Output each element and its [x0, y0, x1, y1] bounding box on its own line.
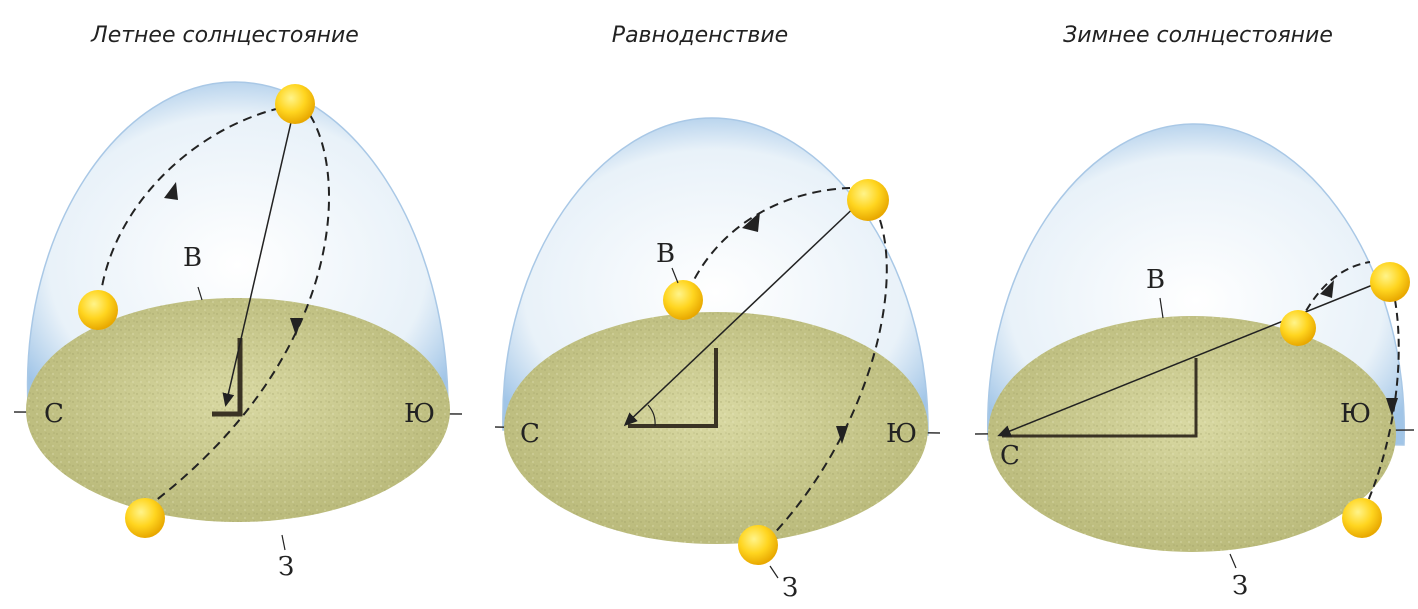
sun-icon — [78, 290, 118, 330]
path-arrow — [836, 426, 848, 444]
label-north: С — [520, 419, 540, 449]
path-arrow — [1386, 398, 1398, 416]
label-west: З — [278, 552, 294, 582]
sun-ray — [623, 199, 863, 427]
label-south: Ю — [404, 399, 435, 429]
ground-texture — [988, 316, 1396, 552]
panel-winter-solstice: Зимнее солнцестояние С Ю В З — [974, 23, 1415, 601]
gnomon — [628, 348, 718, 428]
label-south: Ю — [1340, 399, 1371, 429]
angle-arc — [647, 404, 656, 427]
label-east: В — [183, 243, 202, 273]
sun-icon — [275, 84, 315, 124]
sun-path-rising — [99, 107, 281, 301]
path-arrow — [290, 318, 302, 336]
label-leader — [671, 267, 679, 284]
label-north: С — [44, 399, 64, 429]
path-arrow — [164, 182, 178, 200]
path-arrow — [742, 212, 760, 232]
panel-equinox: Равноденствие С Ю В З — [494, 23, 941, 603]
label-north: С — [1000, 441, 1020, 471]
path-arrow — [1320, 280, 1334, 298]
label-leader — [769, 565, 779, 579]
panel-title: Равноденствие — [612, 23, 788, 48]
sun-path-rising — [1299, 261, 1371, 323]
sun-ray — [222, 117, 293, 407]
label-east: В — [1146, 265, 1165, 295]
sun-ray — [997, 279, 1386, 437]
label-south: Ю — [886, 419, 917, 449]
sun-icon — [738, 525, 778, 565]
label-west: З — [1232, 571, 1248, 601]
sun-icon — [1370, 262, 1410, 302]
sun-icon — [125, 498, 165, 538]
gnomon — [1002, 358, 1198, 438]
sun-path-setting — [1364, 299, 1400, 509]
label-leader — [281, 534, 286, 551]
label-leader — [1159, 297, 1164, 319]
sun-icon — [663, 280, 703, 320]
sun-icon — [1280, 310, 1316, 346]
label-west: З — [782, 573, 798, 603]
label-leader — [1229, 553, 1237, 569]
label-east: В — [656, 239, 675, 269]
panel-summer-solstice: Летнее солнцестояние С Ю В З — [13, 23, 463, 582]
gnomon — [212, 338, 243, 417]
sun-path-setting — [149, 114, 330, 506]
sun-path-setting — [759, 219, 888, 549]
label-leader — [197, 286, 203, 301]
sun-icon — [847, 179, 889, 221]
panel-title: Летнее солнцестояние — [90, 23, 359, 48]
sun-icon — [1342, 498, 1382, 538]
panel-title: Зимнее солнцестояние — [1063, 23, 1333, 48]
